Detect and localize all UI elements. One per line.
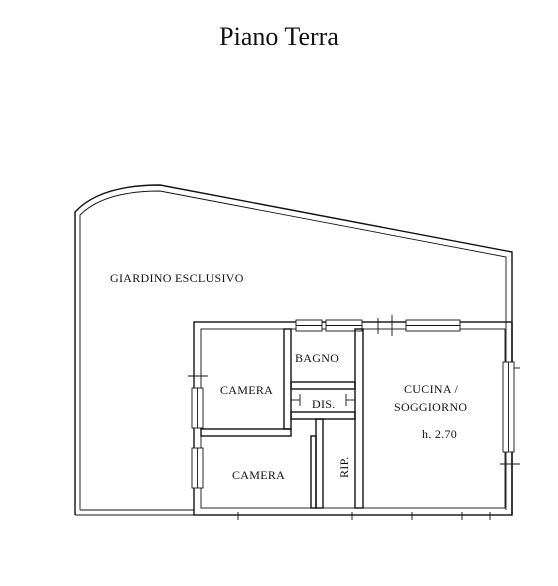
- storage-label: RIP.: [337, 456, 351, 478]
- left-windows: [188, 375, 208, 489]
- kitchen-label-line1: CUCINA /: [404, 382, 458, 396]
- right-windows: [500, 361, 520, 465]
- garden-label: GIARDINO ESCLUSIVO: [110, 271, 244, 285]
- interior-walls: [200, 328, 364, 509]
- bottom-wall-details: [237, 512, 491, 520]
- bedroom-2-label: CAMERA: [232, 468, 285, 482]
- hallway-label: DIS.: [312, 397, 336, 411]
- kitchen-label-line2: SOGGIORNO: [394, 400, 467, 414]
- plan-title: Piano Terra: [219, 22, 339, 51]
- garden-boundary: [74, 184, 513, 515]
- bathroom-label: BAGNO: [295, 351, 339, 365]
- door-marks: [291, 394, 355, 406]
- ceiling-height-label: h. 2.70: [422, 427, 457, 441]
- top-windows: [295, 315, 461, 336]
- bedroom-1-label: CAMERA: [220, 383, 273, 397]
